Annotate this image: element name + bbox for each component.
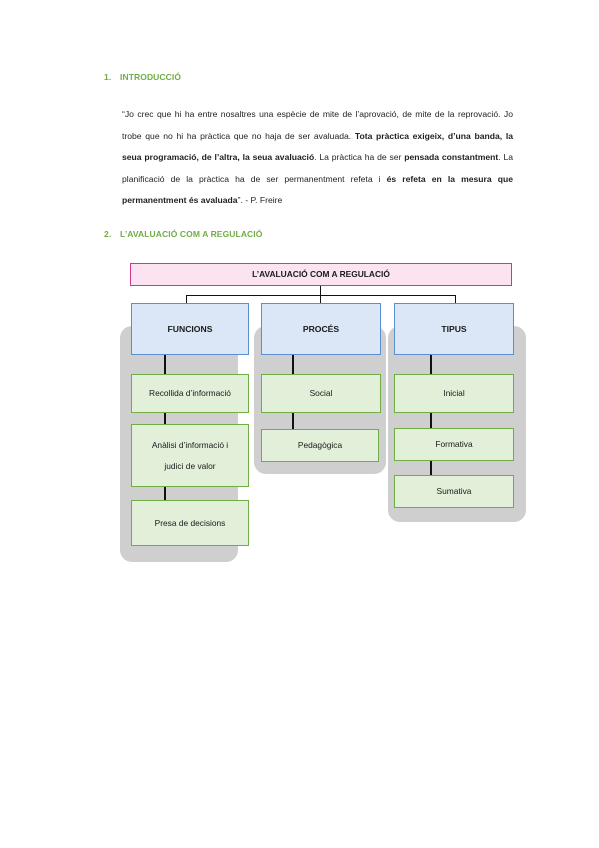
quote-bold: és refeta en la mesura que permanentment… bbox=[122, 173, 513, 206]
connector-line bbox=[430, 413, 432, 428]
column-header-funcions: FUNCIONS bbox=[131, 303, 249, 355]
connector-line bbox=[455, 295, 456, 303]
item-presa-decisions: Presa de decisions bbox=[131, 500, 249, 546]
diagram-title-box: L’AVALUACIÓ COM A REGULACIÓ bbox=[130, 263, 512, 286]
item-social: Social bbox=[261, 374, 381, 413]
quote-text: . La pràctica ha de ser bbox=[314, 152, 405, 162]
connector-line bbox=[164, 413, 166, 424]
section-number: 2. bbox=[104, 229, 112, 239]
item-sumativa: Sumativa bbox=[394, 475, 514, 508]
connector-line bbox=[186, 295, 456, 296]
connector-line bbox=[430, 355, 432, 374]
connector-line bbox=[164, 355, 166, 374]
section-heading-introduccio: 1. INTRODUCCIÓ bbox=[104, 72, 181, 82]
connector-line bbox=[186, 295, 187, 303]
item-pedagogica: Pedagògica bbox=[261, 429, 379, 462]
column-header-tipus: TIPUS bbox=[394, 303, 514, 355]
connector-line bbox=[292, 413, 294, 429]
item-inicial: Inicial bbox=[394, 374, 514, 413]
quote-bold: pensada constantment bbox=[404, 152, 499, 162]
connector-line bbox=[320, 286, 321, 296]
section-title: L’AVALUACIÓ COM A REGULACIÓ bbox=[120, 229, 263, 239]
item-recollida-informacio: Recollida d’informació bbox=[131, 374, 249, 413]
freire-quote: “Jo crec que hi ha entre nosaltres una e… bbox=[122, 104, 513, 212]
column-header-proces: PROCÉS bbox=[261, 303, 381, 355]
item-analisi-informacio: Anàlisi d’informació i judici de valor bbox=[131, 424, 249, 487]
connector-line bbox=[164, 487, 166, 500]
connector-line bbox=[292, 355, 294, 374]
connector-line bbox=[430, 461, 432, 475]
quote-text: “Jo crec que hi ha entre nosaltres una e… bbox=[122, 109, 513, 141]
section-heading-avaluacio: 2. L’AVALUACIÓ COM A REGULACIÓ bbox=[104, 229, 262, 239]
section-title: INTRODUCCIÓ bbox=[120, 72, 182, 82]
connector-line bbox=[320, 295, 321, 303]
quote-text: ”. - P. Freire bbox=[237, 195, 283, 205]
quote-bold: Tota pràctica exigeix, d’una banda, la s… bbox=[122, 130, 513, 163]
section-number: 1. bbox=[104, 72, 112, 82]
item-formativa: Formativa bbox=[394, 428, 514, 461]
quote-text: . La planificació de la pràctica ha de s… bbox=[122, 152, 513, 184]
